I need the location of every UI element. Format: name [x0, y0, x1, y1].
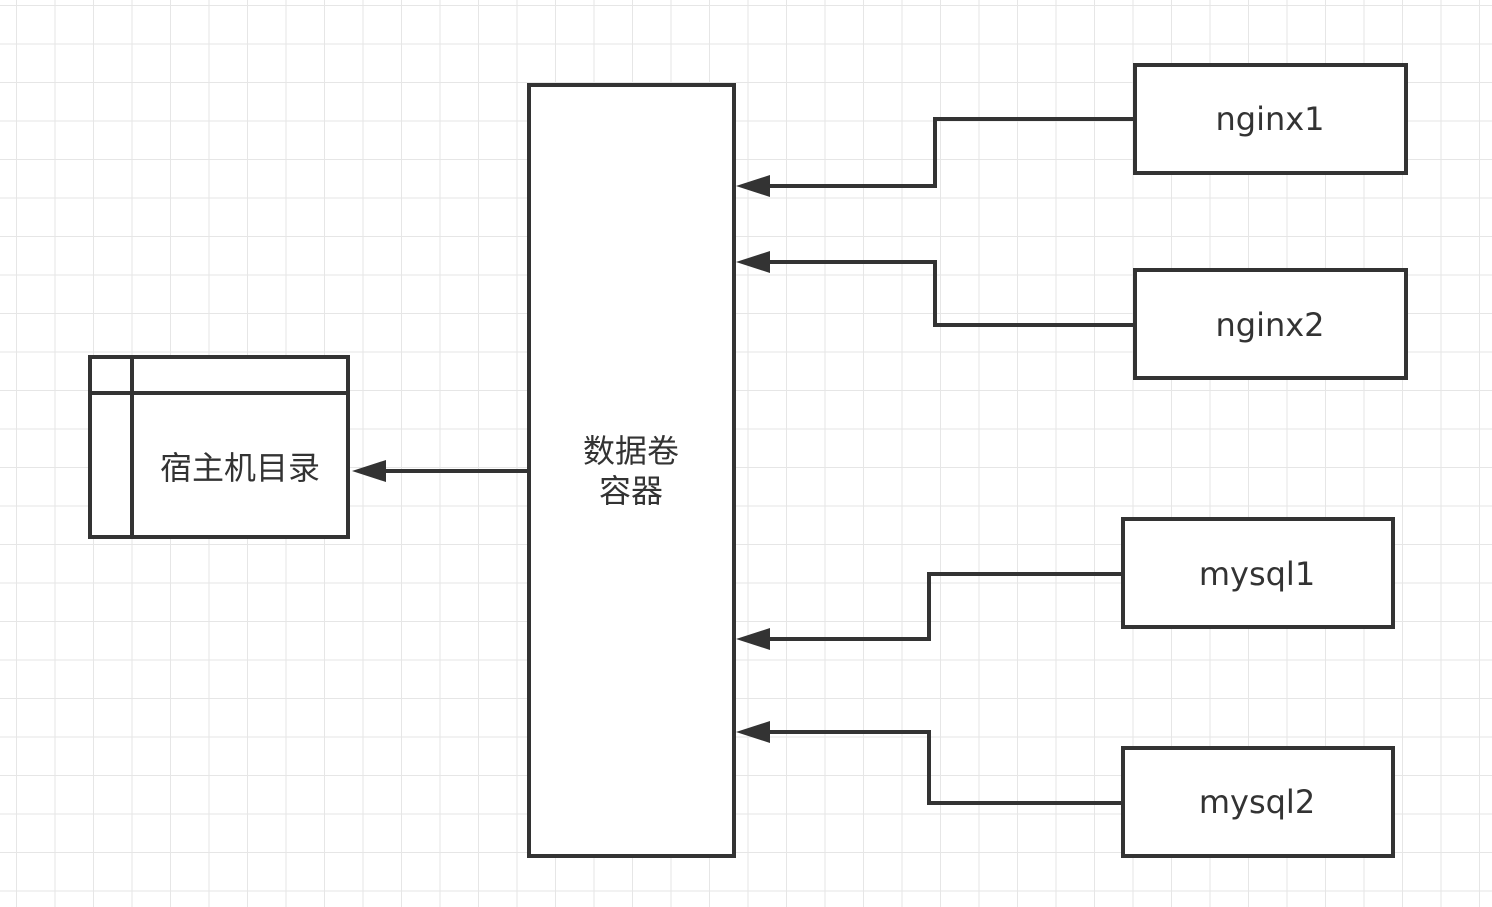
volume-container-label-line2: 容器 [599, 472, 663, 510]
edge-volume-to-host-directory [352, 460, 529, 482]
volume-container-node: 数据卷 容器 [527, 83, 736, 858]
mysql1-node: mysql1 [1121, 517, 1395, 629]
edge-nginx2-to-volume [736, 251, 1135, 327]
edge-mysql2-line [770, 730, 1123, 805]
mysql1-label: mysql1 [1199, 555, 1315, 593]
volume-container-label-line1: 数据卷 [583, 432, 679, 470]
nginx2-label: nginx2 [1215, 306, 1324, 344]
nginx1-node: nginx1 [1133, 63, 1408, 175]
edge-mysql1-to-volume [736, 572, 1123, 650]
edge-mysql2-to-volume [736, 721, 1123, 805]
arrowhead-nginx2 [736, 251, 770, 273]
arrowhead-host-directory [352, 460, 386, 482]
nginx1-label: nginx1 [1215, 100, 1324, 138]
host-directory-label: 宿主机目录 [160, 449, 320, 487]
arrowhead-mysql2 [736, 721, 770, 743]
arrowhead-nginx1 [736, 175, 770, 197]
mysql2-label: mysql2 [1199, 783, 1315, 821]
host-directory-box [88, 355, 350, 539]
edge-nginx2-line [770, 260, 1135, 327]
edge-nginx1-to-volume [736, 117, 1135, 197]
host-directory-node: 宿主机目录 [88, 355, 350, 539]
arrowhead-mysql1 [736, 628, 770, 650]
edge-nginx1-line [770, 117, 1135, 188]
nginx2-node: nginx2 [1133, 268, 1408, 380]
nginx2-box [1133, 268, 1408, 380]
mysql2-node: mysql2 [1121, 746, 1395, 858]
volume-container-box [527, 83, 736, 858]
edge-mysql1-line [770, 572, 1123, 641]
